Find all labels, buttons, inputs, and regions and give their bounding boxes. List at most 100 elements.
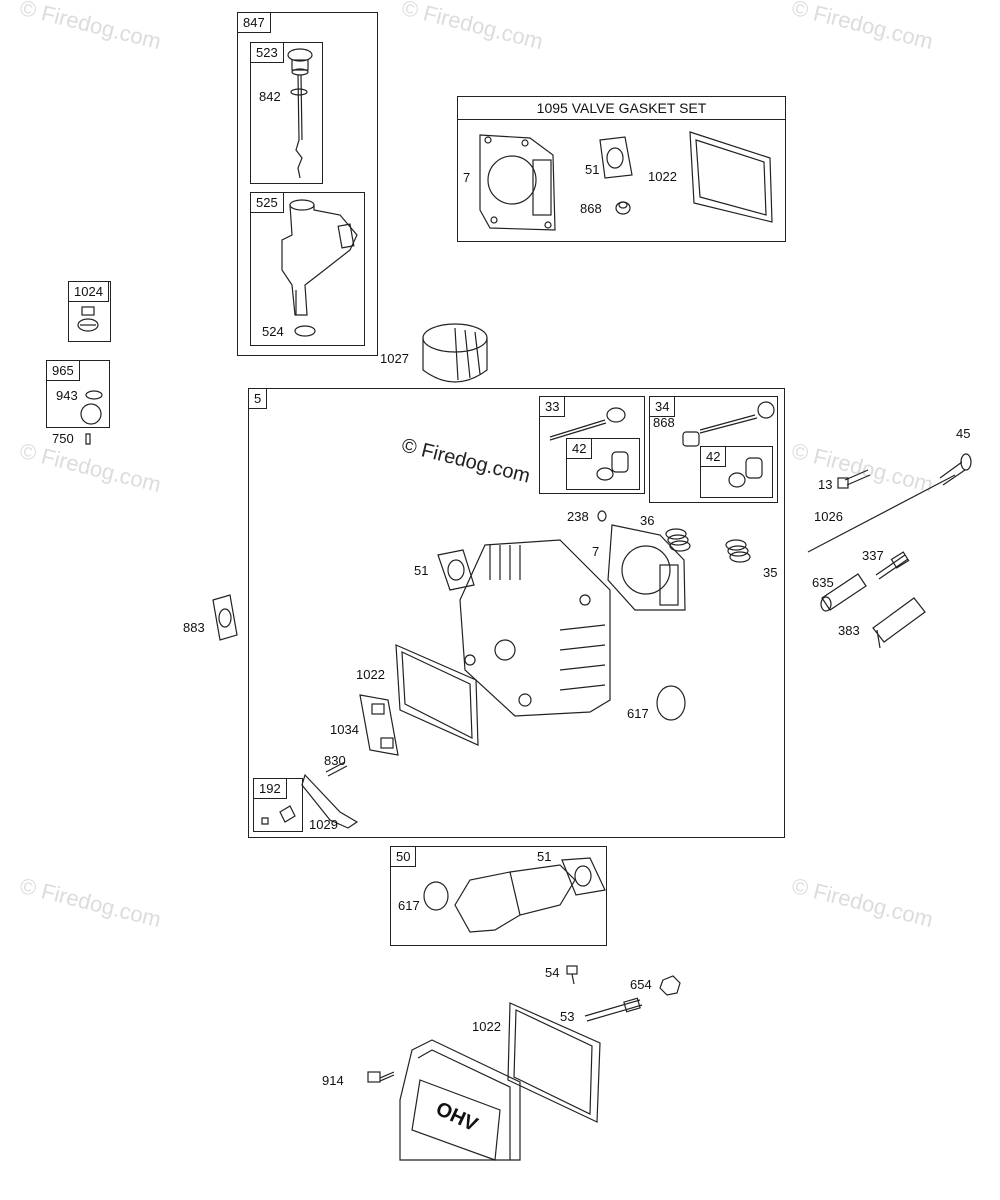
screw-750	[85, 433, 91, 445]
label-617: 617	[627, 706, 649, 721]
retainer-42-b	[728, 457, 763, 488]
plate-1034	[359, 694, 399, 756]
label-1026: 1026	[814, 509, 843, 524]
nut-654	[659, 975, 681, 996]
box-192-tag: 192	[254, 779, 287, 799]
head-gasket-7-set	[479, 134, 556, 231]
label-868: 868	[653, 415, 675, 430]
o-ring-617	[656, 685, 686, 721]
o-ring-524	[294, 325, 316, 337]
box-965: 965	[46, 360, 110, 428]
label-750: 750	[52, 431, 74, 446]
label-54: 54	[545, 965, 560, 980]
label-valve-set-51: 51	[585, 162, 600, 177]
label-617-b: 617	[398, 898, 420, 913]
label-53: 53	[560, 1009, 575, 1024]
push-rod-1026	[807, 474, 956, 553]
retainer-42-a	[596, 451, 629, 481]
oil-filter-part	[422, 323, 488, 383]
box-42-a: 42	[566, 438, 640, 490]
box-42-b: 42	[700, 446, 773, 498]
box-34-tag: 34	[650, 397, 676, 417]
dipstick-tube-part	[281, 199, 358, 316]
cap-1024-part	[77, 306, 99, 332]
label-valve-set-1022: 1022	[648, 169, 677, 184]
key-238	[597, 510, 607, 522]
box-33-tag: 33	[540, 397, 566, 417]
o-ring-842	[290, 88, 308, 96]
label-1022: 1022	[356, 667, 385, 682]
boot-635	[820, 573, 867, 612]
label-635: 635	[812, 575, 834, 590]
label-valve-set-868: 868	[580, 201, 602, 216]
cover-gasket-1022-b	[507, 1002, 601, 1123]
box-192: 192	[253, 778, 303, 832]
spring-36	[665, 528, 691, 552]
label-943: 943	[56, 388, 78, 403]
box-847-tag: 847	[238, 13, 271, 33]
valve-33	[549, 407, 626, 441]
rocker-1029	[301, 773, 359, 829]
spark-plug-337	[875, 551, 910, 580]
intake-manifold	[454, 864, 576, 933]
valve-34	[682, 401, 775, 447]
label-valve-set-7: 7	[463, 170, 471, 185]
box-525: 525	[250, 192, 365, 346]
label-1029: 1029	[309, 817, 338, 832]
intake-gasket-51	[437, 549, 475, 591]
plate-965	[80, 403, 102, 425]
stud-830	[325, 761, 348, 777]
box-50-tag: 50	[391, 847, 417, 867]
o-ring-617-b	[423, 881, 449, 911]
box-847: 847	[237, 12, 378, 356]
o-ring-943	[85, 390, 103, 400]
label-35: 35	[763, 565, 778, 580]
label-13: 13	[818, 477, 833, 492]
stud-53	[584, 997, 643, 1022]
label-1022-b: 1022	[472, 1019, 501, 1034]
screw-192	[261, 805, 296, 825]
label-830: 830	[324, 753, 346, 768]
valve-gasket-set-box: 1095 VALVE GASKET SET	[457, 96, 786, 242]
push-rod-guide-45	[939, 453, 972, 486]
label-7: 7	[592, 544, 600, 559]
box-5-tag: 5	[249, 389, 268, 409]
intake-gasket-51-set	[599, 136, 633, 179]
terminal-383	[872, 597, 926, 649]
label-383: 383	[838, 623, 860, 638]
label-883: 883	[183, 620, 205, 635]
label-1027: 1027	[380, 351, 409, 366]
gasket-883	[212, 594, 238, 641]
cover-gasket-1022-set	[689, 131, 773, 223]
box-525-tag: 525	[251, 193, 284, 213]
label-524: 524	[262, 324, 284, 339]
box-33: 33	[539, 396, 645, 494]
box-523: 523	[250, 42, 323, 184]
box-523-tag: 523	[251, 43, 284, 63]
valve-gasket-set-title: 1095 VALVE GASKET SET	[458, 97, 785, 120]
label-337: 337	[862, 548, 884, 563]
label-914: 914	[322, 1073, 344, 1088]
box-1024: 1024	[68, 281, 111, 342]
bolt-914	[367, 1071, 395, 1083]
label-654: 654	[630, 977, 652, 992]
box-965-tag: 965	[47, 361, 80, 381]
spring-35	[725, 539, 751, 563]
head-gasket-7	[607, 524, 686, 611]
bolt-54	[566, 965, 578, 985]
intake-gasket-51-b	[561, 857, 606, 896]
cylinder-head	[459, 539, 611, 717]
cover-gasket-1022	[395, 644, 479, 746]
label-51-b: 51	[537, 849, 552, 864]
label-238: 238	[567, 509, 589, 524]
valve-cover	[399, 1039, 521, 1161]
seal-868-set	[615, 201, 631, 215]
box-1024-tag: 1024	[69, 282, 109, 302]
dipstick-part	[287, 48, 313, 179]
box-34: 34	[649, 396, 778, 503]
label-842: 842	[259, 89, 281, 104]
label-45: 45	[956, 426, 971, 441]
box-50: 50	[390, 846, 607, 946]
